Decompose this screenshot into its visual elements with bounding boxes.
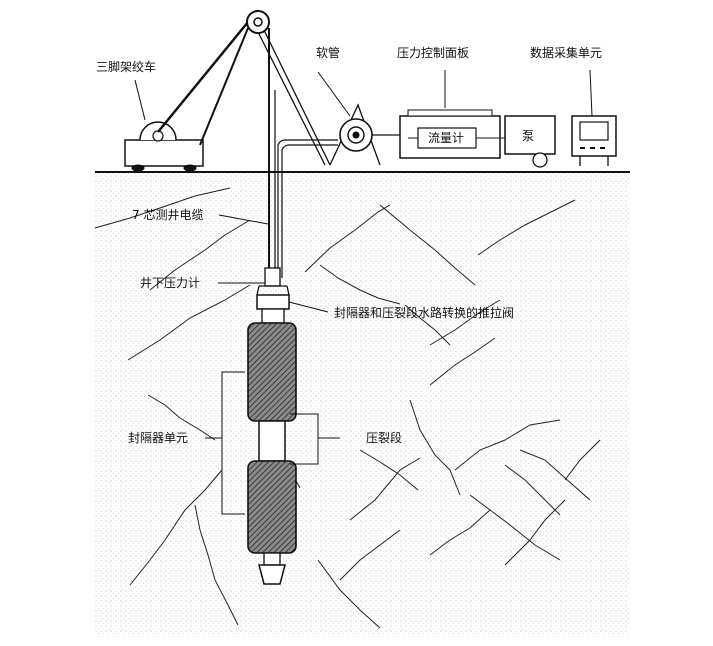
- hose-reel: [329, 103, 400, 166]
- label-data-acquisition-unit: 数据采集单元: [530, 46, 603, 60]
- upper-packer: [247, 322, 297, 422]
- label-fracturing-section: 压裂段: [366, 431, 403, 445]
- pump: [504, 115, 556, 168]
- label-7-core-cable: 7 芯测井电缆: [132, 208, 204, 222]
- ground-area: [95, 172, 630, 635]
- tripod-winch: [124, 10, 331, 172]
- label-downhole-pressure-gauge: 井下压力计: [140, 276, 201, 290]
- label-pressure-control-panel: 压力控制面板: [397, 46, 470, 60]
- bottom-nose-cone: [258, 564, 286, 585]
- downhole-pressure-gauge: [264, 267, 281, 287]
- rock-fractures: [94, 187, 601, 629]
- label-packer-unit: 封隔器单元: [128, 431, 189, 445]
- fracturing-interval-sub: [258, 420, 286, 462]
- label-hose: 软管: [316, 46, 341, 60]
- leader-lines: [134, 69, 593, 515]
- label-push-pull-valve: 封隔器和压裂段水路转换的推拉阀: [334, 306, 515, 320]
- pressure-control-panel: [399, 109, 505, 159]
- label-pump: 泵: [522, 129, 535, 143]
- label-flowmeter: 流量计: [428, 131, 465, 145]
- downhole-tool: [247, 267, 297, 585]
- push-pull-valve: [256, 294, 290, 310]
- data-acquisition-unit: [571, 115, 617, 166]
- borehole-lines: [268, 28, 338, 278]
- label-tripod-winch: 三脚架绞车: [96, 60, 157, 74]
- lower-packer: [247, 460, 297, 554]
